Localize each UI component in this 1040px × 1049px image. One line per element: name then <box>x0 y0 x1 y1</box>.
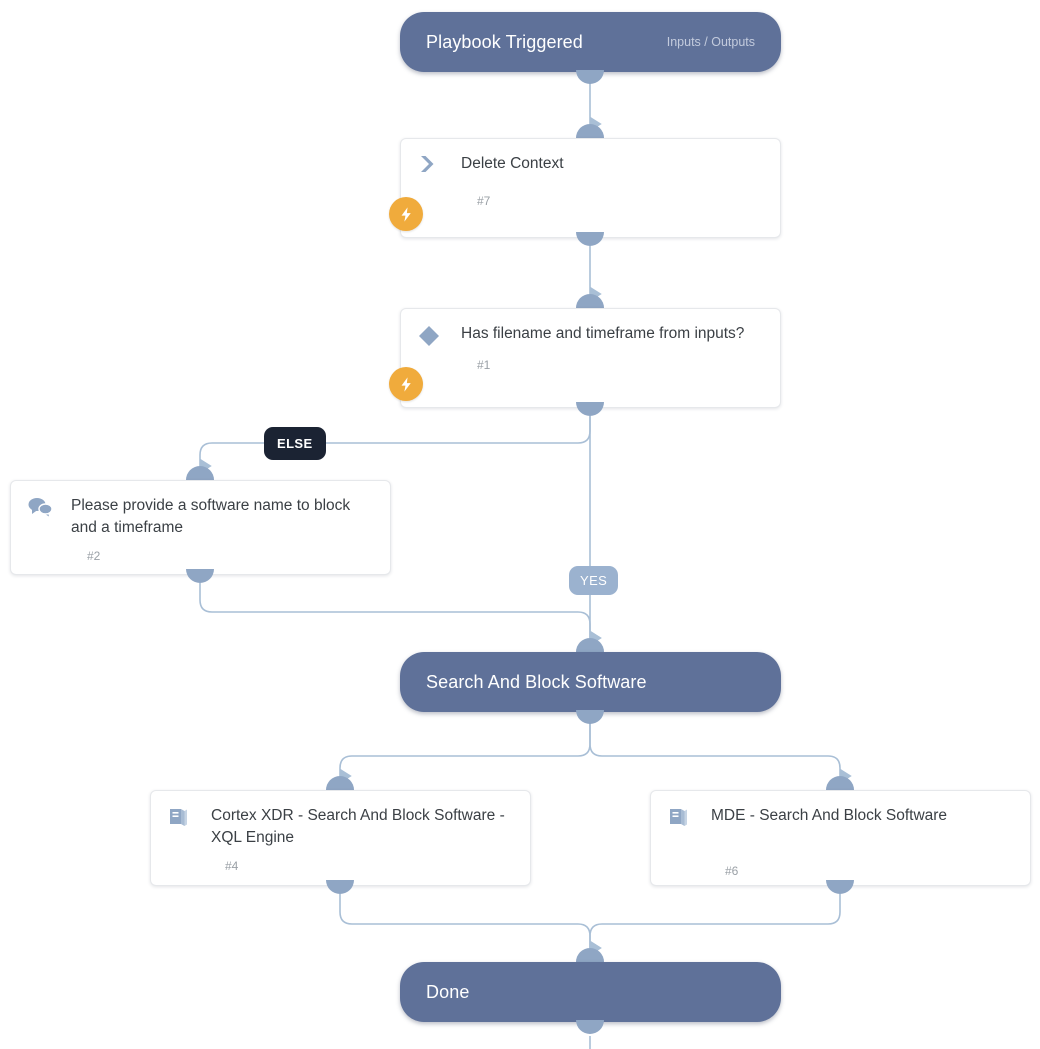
delete-context-node[interactable]: Delete Context #7 <box>389 138 781 238</box>
else-branch-label[interactable]: ELSE <box>264 427 326 460</box>
delete-context-title: Delete Context <box>461 155 564 172</box>
yes-branch-label-text: YES <box>580 573 608 588</box>
search-and-block-software-section-node[interactable]: Search And Block Software <box>400 652 781 712</box>
yes-branch-label[interactable]: YES <box>569 566 619 595</box>
mde-search-and-block-software-node[interactable]: MDE - Search And Block Software #6 <box>650 790 1031 886</box>
delete-context-number: #7 <box>477 194 491 208</box>
condition-number: #1 <box>477 358 491 372</box>
mde-output-port[interactable] <box>826 880 854 894</box>
mde-title: MDE - Search And Block Software <box>711 807 948 824</box>
condition-input-port[interactable] <box>576 294 604 308</box>
done-title: Done <box>426 981 470 1002</box>
please-provide-software-name-node[interactable]: Please provide a software name to block … <box>10 480 391 575</box>
done-input-port[interactable] <box>576 948 604 962</box>
else-branch-label-text: ELSE <box>277 436 313 451</box>
playbook-triggered-node[interactable]: Playbook Triggered Inputs / Outputs <box>400 12 781 72</box>
done-output-port[interactable] <box>576 1020 604 1034</box>
mde-input-port[interactable] <box>826 776 854 790</box>
chevron-right-icon <box>417 153 451 180</box>
delete-context-output-port[interactable] <box>576 232 604 246</box>
search-and-block-output-port[interactable] <box>576 710 604 724</box>
delete-context-input-port[interactable] <box>576 124 604 138</box>
book-playbook-icon <box>667 805 701 832</box>
auto-execute-bolt-icon <box>389 197 423 231</box>
condition-output-port[interactable] <box>576 402 604 416</box>
chat-bubbles-icon <box>27 495 61 522</box>
done-node[interactable]: Done <box>400 962 781 1022</box>
edge-please-provide-to-search-and-block <box>199 583 602 646</box>
diamond-condition-icon <box>417 323 451 350</box>
edge-search-and-block-to-cortex-xdr <box>339 720 591 784</box>
auto-execute-bolt-icon <box>389 367 423 401</box>
cortex-xdr-number: #4 <box>225 859 239 873</box>
edge-cortex-xdr-to-done <box>339 894 602 956</box>
edge-search-and-block-to-mde <box>589 720 852 784</box>
condition-title: Has filename and timeframe from inputs? <box>461 325 745 342</box>
search-and-block-input-port[interactable] <box>576 638 604 652</box>
edge-condition-else-to-please-provide <box>199 416 591 474</box>
has-filename-and-timeframe-condition-node[interactable]: Has filename and timeframe from inputs? … <box>389 308 781 408</box>
cortex-xdr-search-and-block-software-node[interactable]: Cortex XDR - Search And Block Software -… <box>150 790 531 886</box>
please-provide-input-port[interactable] <box>186 466 214 480</box>
book-playbook-icon <box>167 805 201 832</box>
mde-number: #6 <box>725 864 739 878</box>
inputs-outputs-link[interactable]: Inputs / Outputs <box>666 35 755 49</box>
please-provide-title: Please provide a software name to block … <box>71 497 351 536</box>
playbook-triggered-output-port[interactable] <box>576 70 604 84</box>
cortex-xdr-input-port[interactable] <box>326 776 354 790</box>
cortex-xdr-title: Cortex XDR - Search And Block Software -… <box>211 807 505 846</box>
search-and-block-software-title: Search And Block Software <box>426 671 647 692</box>
edge-mde-to-done <box>589 894 841 956</box>
please-provide-output-port[interactable] <box>186 569 214 583</box>
please-provide-number: #2 <box>87 549 101 563</box>
playbook-triggered-title: Playbook Triggered <box>426 31 583 52</box>
cortex-xdr-output-port[interactable] <box>326 880 354 894</box>
